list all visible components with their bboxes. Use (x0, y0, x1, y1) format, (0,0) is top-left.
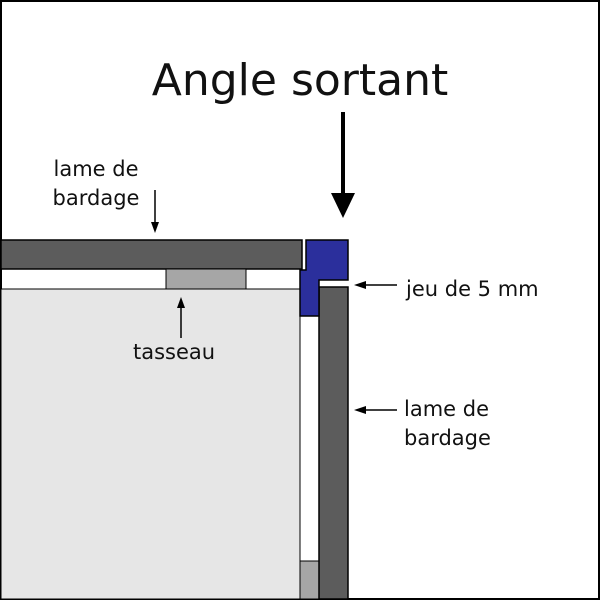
label-top-board-line1: lame de (53, 157, 138, 181)
side-gap-strip (299, 315, 320, 562)
label-gap: jeu de 5 mm (405, 277, 539, 301)
diagram-title: Angle sortant (152, 55, 448, 106)
top-batten (165, 268, 247, 290)
label-top-board-line2: bardage (53, 186, 140, 210)
top-cladding-board (0, 239, 303, 270)
gap-arrow-head (354, 281, 366, 289)
wall (0, 288, 301, 600)
right-board-arrow-head (354, 406, 366, 414)
bottom-batten (299, 560, 320, 600)
right-cladding-board (318, 286, 349, 600)
label-right-board-line1: lame de (404, 397, 489, 421)
batten-arrow-head (177, 297, 185, 308)
label-right-board-line2: bardage (404, 426, 491, 450)
label-batten: tasseau (133, 340, 215, 364)
corner-arrow-head (331, 193, 355, 218)
top-board-arrow-head (151, 222, 159, 233)
corner-profile (299, 239, 349, 317)
